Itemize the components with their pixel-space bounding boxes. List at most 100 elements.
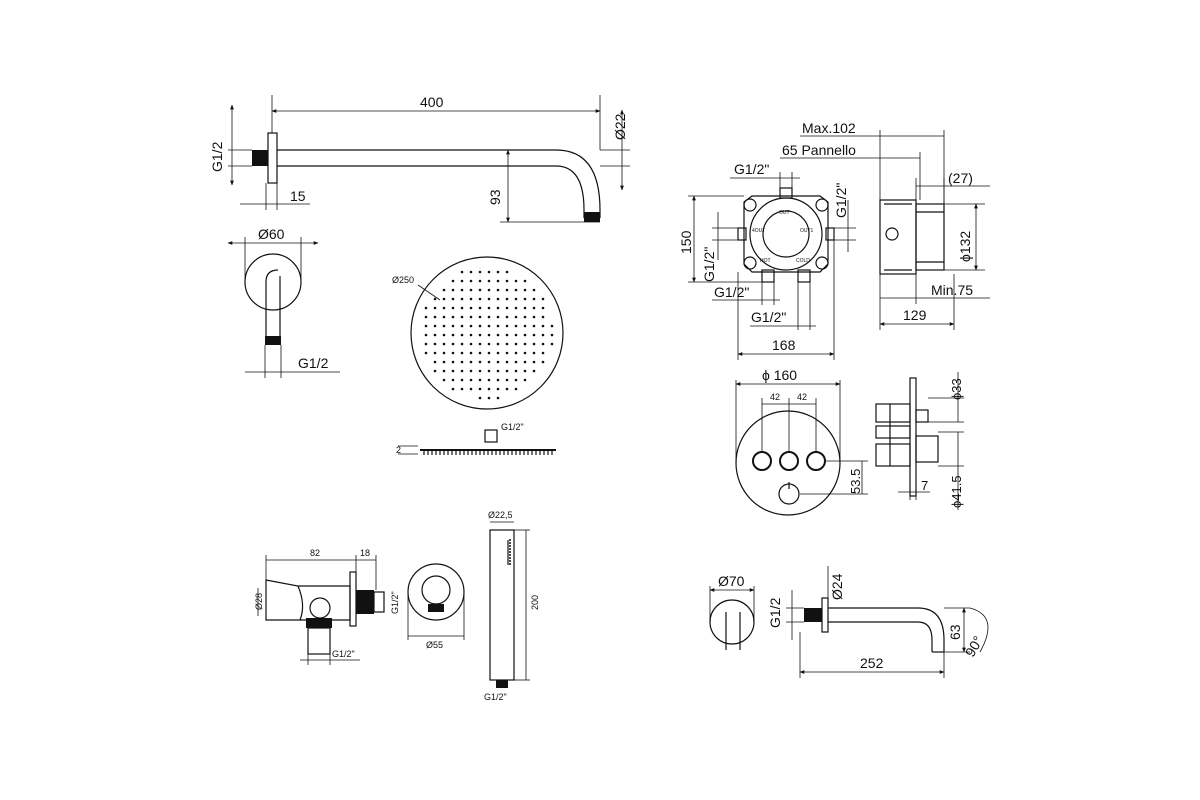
nozzle-dot — [433, 342, 437, 346]
nozzle-dot — [451, 333, 455, 337]
hand-jet — [509, 548, 511, 550]
dim-elbow-thread: G1/2 — [298, 355, 329, 371]
nozzle-dot — [478, 378, 482, 382]
nozzle-dot — [451, 315, 455, 319]
spout-thread — [804, 608, 822, 622]
valve-box-side-drawing: Max.102 65 Pannello (27) ϕ132 Min.75 129 — [780, 120, 990, 330]
nozzle-dot — [469, 387, 473, 391]
nozzle-dot — [451, 297, 455, 301]
nozzle-dot — [469, 351, 473, 355]
shower-arm-drawing: 400 Ø22 G1/2 15 93 — [209, 94, 630, 223]
nozzle-dot — [478, 315, 482, 319]
nozzle-dot — [532, 324, 536, 328]
dim-box-panel: 65 Pannello — [782, 142, 856, 158]
trim-plate-side-drawing: ϕ33 ϕ41.5 7 — [875, 372, 964, 510]
holder-rear-thread — [356, 590, 374, 614]
nozzle-dot — [496, 324, 500, 328]
nozzle-dot — [442, 324, 446, 328]
hand-jet — [509, 542, 511, 544]
dim-box-port-right: G1/2" — [833, 183, 849, 218]
nozzle-dot — [424, 315, 428, 319]
dim-trim-spacing-2: 42 — [797, 392, 807, 402]
nozzle-dot — [469, 297, 473, 301]
shower-head-nozzles — [424, 270, 554, 400]
nozzle-dot — [496, 288, 500, 292]
nozzle-dot — [487, 396, 491, 400]
nozzle-dot — [487, 351, 491, 355]
nozzle-dot — [478, 306, 482, 310]
nozzle-dot — [478, 279, 482, 283]
wall-elbow-drawing: Ø60 G1/2 — [227, 226, 340, 378]
nozzle-dot — [532, 342, 536, 346]
nozzle-dot — [514, 351, 518, 355]
nozzle-dot — [514, 297, 518, 301]
nozzle-dot — [442, 297, 446, 301]
nozzle-dot — [451, 378, 455, 382]
nozzle-dot — [541, 324, 545, 328]
dim-box-side-diameter: ϕ132 — [957, 231, 973, 262]
dim-elbow-diameter: Ø60 — [258, 226, 285, 242]
dim-box-side-depth: 129 — [903, 307, 927, 323]
nozzle-dot — [433, 369, 437, 373]
nozzle-dot — [496, 315, 500, 319]
nozzle-dot — [523, 360, 527, 364]
valve-box-front-drawing: OUT 4OUT OUT1 HOT COLD 150 G1/2" G1/2" G… — [678, 161, 856, 360]
nozzle-dot — [514, 360, 518, 364]
nozzle-dot — [451, 360, 455, 364]
nozzle-dot — [523, 342, 527, 346]
nozzle-dot — [487, 387, 491, 391]
dim-arm-length: 400 — [420, 94, 444, 110]
nozzle-dot — [505, 279, 509, 283]
nozzle-dot — [442, 351, 446, 355]
trim-side-plate — [909, 377, 917, 497]
outlet-rosette-drawing: Ø55 — [407, 563, 465, 650]
nozzle-dot — [469, 306, 473, 310]
dim-holder-rear-thread: G1/2" — [390, 591, 400, 614]
dim-holder-diameter: Ø28 — [254, 593, 264, 610]
dim-spout-diameter: Ø24 — [829, 573, 845, 600]
spout-flange — [821, 597, 829, 633]
nozzle-dot — [541, 351, 545, 355]
nozzle-dot — [460, 351, 464, 355]
dim-hand-diameter: Ø22,5 — [488, 510, 513, 520]
nozzle-dot — [442, 360, 446, 364]
nozzle-dot — [487, 324, 491, 328]
hand-jet — [509, 560, 511, 562]
nozzle-dot — [532, 351, 536, 355]
nozzle-dot — [451, 342, 455, 346]
nozzle-dot — [469, 360, 473, 364]
dim-box-width: 168 — [772, 337, 796, 353]
nozzle-dot — [442, 378, 446, 382]
nozzle-dot — [505, 333, 509, 337]
nozzle-dot — [496, 351, 500, 355]
dim-box-port-bottom-left: G1/2" — [714, 284, 749, 300]
arm-outlet-thread — [584, 212, 600, 222]
dim-spout-drop: 63 — [947, 624, 963, 640]
nozzle-dot — [505, 342, 509, 346]
port-label-left: 4OUT — [752, 228, 765, 234]
nozzle-dot — [532, 288, 536, 292]
dim-head-connector: G1/2" — [501, 422, 524, 432]
nozzle-dot — [433, 297, 437, 301]
nozzle-dot — [541, 297, 545, 301]
nozzle-dot — [469, 315, 473, 319]
nozzle-dot — [451, 306, 455, 310]
nozzle-dot — [523, 351, 527, 355]
nozzle-dot — [541, 360, 545, 364]
nozzle-dot — [514, 369, 518, 373]
nozzle-dot — [451, 279, 455, 283]
arm-pipe-lower — [277, 165, 585, 218]
nozzle-dot — [478, 396, 482, 400]
trim-button-1 — [752, 451, 772, 471]
nozzle-dot — [505, 288, 509, 292]
nozzle-dot — [460, 270, 464, 274]
nozzle-dot — [541, 315, 545, 319]
nozzle-dot — [496, 360, 500, 364]
nozzle-dot — [451, 324, 455, 328]
nozzle-dot — [487, 378, 491, 382]
arm-pipe-upper — [277, 149, 601, 218]
valve-box-outline — [743, 195, 829, 273]
nozzle-dot — [550, 333, 554, 337]
spout-pipe-upper — [828, 607, 945, 652]
